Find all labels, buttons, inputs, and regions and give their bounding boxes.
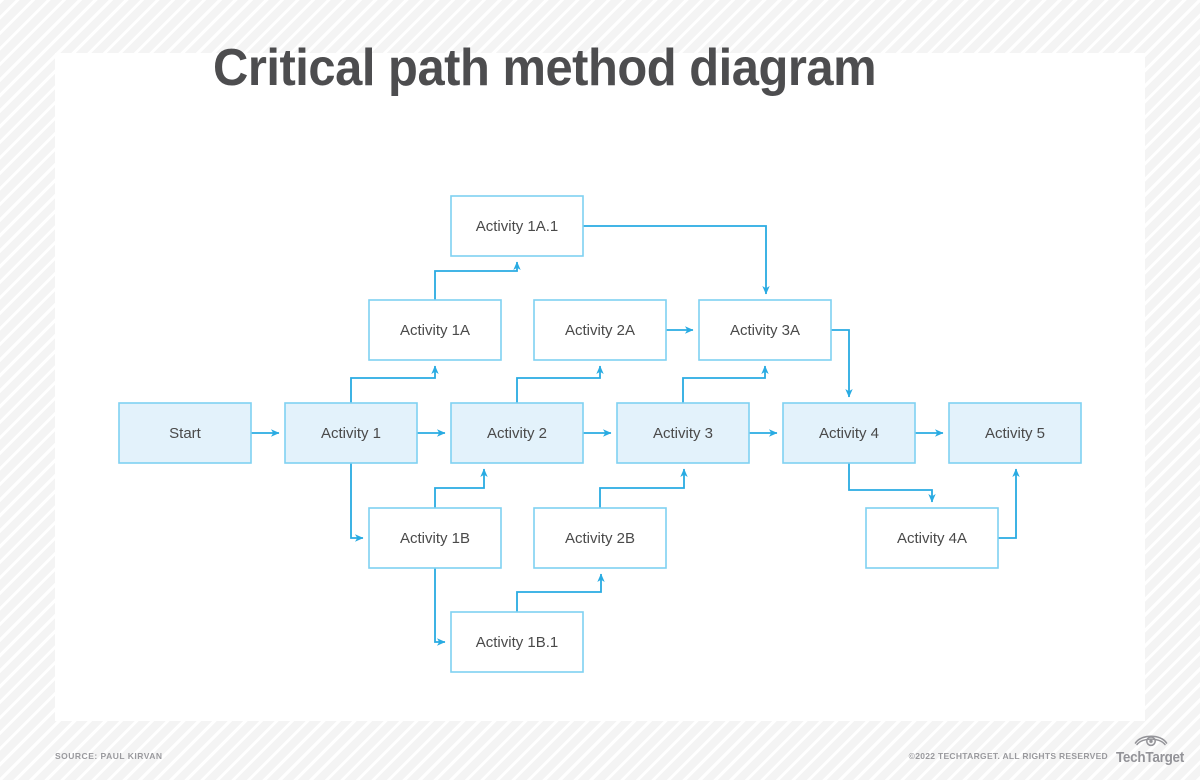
node-label: Activity 4 bbox=[819, 425, 879, 442]
node-label: Activity 2 bbox=[487, 425, 547, 442]
node-box bbox=[533, 507, 667, 569]
connector-a3a-to-a4 bbox=[831, 329, 853, 398]
connector-a4-to-a4a bbox=[848, 463, 936, 503]
node-box bbox=[450, 195, 584, 257]
node-layer: Start Activity 1 Activity 2 Activity 3 Activ… bbox=[118, 195, 1082, 673]
logo-wordmark: TechTarget bbox=[1115, 749, 1185, 766]
node-a1b1[interactable]: Activity 1B.1 bbox=[450, 611, 584, 673]
node-label: Activity 3A bbox=[730, 322, 800, 339]
node-label: Activity 4A bbox=[897, 530, 967, 547]
connector-a1a1-to-a3a bbox=[583, 225, 770, 295]
node-a2[interactable]: Activity 2 bbox=[450, 402, 584, 464]
node-label: Activity 1B bbox=[400, 530, 470, 547]
connector-a1b-to-a2 bbox=[434, 468, 488, 508]
node-label: Activity 2A bbox=[565, 322, 635, 339]
node-a1b[interactable]: Activity 1B bbox=[368, 507, 502, 569]
connector-layer bbox=[251, 225, 1020, 646]
node-box bbox=[948, 402, 1082, 464]
node-a1a[interactable]: Activity 1A bbox=[368, 299, 502, 361]
techtarget-logo: TechTarget bbox=[1112, 731, 1188, 769]
node-a2a[interactable]: Activity 2A bbox=[533, 299, 667, 361]
connector-a1-to-a1a bbox=[350, 365, 439, 403]
node-a4a[interactable]: Activity 4A bbox=[865, 507, 999, 569]
node-start[interactable]: Start bbox=[118, 402, 252, 464]
connector-a3-to-a3a bbox=[682, 365, 769, 403]
node-a4[interactable]: Activity 4 bbox=[782, 402, 916, 464]
node-box bbox=[284, 402, 418, 464]
node-label: Activity 3 bbox=[653, 425, 713, 442]
connector-a2-to-a2a bbox=[516, 365, 604, 403]
node-box bbox=[865, 507, 999, 569]
node-box bbox=[118, 402, 252, 464]
node-a1[interactable]: Activity 1 bbox=[284, 402, 418, 464]
node-box bbox=[450, 611, 584, 673]
content-card bbox=[55, 53, 1145, 721]
node-a3[interactable]: Activity 3 bbox=[616, 402, 750, 464]
connector-a4a-to-a5 bbox=[998, 468, 1020, 539]
node-a3a[interactable]: Activity 3A bbox=[698, 299, 832, 361]
connector-a2b-to-a3 bbox=[599, 468, 688, 508]
node-label: Activity 1B.1 bbox=[476, 634, 559, 651]
connector-a1b-to-a1b1 bbox=[434, 568, 446, 646]
node-label: Start bbox=[169, 425, 202, 442]
eye-icon bbox=[1134, 735, 1168, 747]
node-label: Activity 5 bbox=[985, 425, 1045, 442]
page-title: Critical path method diagram bbox=[213, 39, 877, 97]
node-label: Activity 1 bbox=[321, 425, 381, 442]
node-box bbox=[533, 299, 667, 361]
node-box bbox=[782, 402, 916, 464]
node-box bbox=[698, 299, 832, 361]
connector-a1-to-a1b bbox=[350, 463, 364, 542]
node-label: Activity 1A.1 bbox=[476, 218, 559, 235]
connector-a1b1-to-a2b bbox=[516, 573, 605, 612]
node-label: Activity 1A bbox=[400, 322, 470, 339]
node-a1a1[interactable]: Activity 1A.1 bbox=[450, 195, 584, 257]
node-a5[interactable]: Activity 5 bbox=[948, 402, 1082, 464]
node-box bbox=[368, 507, 502, 569]
node-box bbox=[616, 402, 750, 464]
node-box bbox=[450, 402, 584, 464]
copyright-notice: ©2022 TECHTARGET. ALL RIGHTS RESERVED bbox=[908, 751, 1108, 761]
connector-a1a-to-a1a1 bbox=[434, 261, 521, 300]
source-credit: SOURCE: PAUL KIRVAN bbox=[55, 751, 163, 761]
node-label: Activity 2B bbox=[565, 530, 635, 547]
node-box bbox=[368, 299, 502, 361]
node-a2b[interactable]: Activity 2B bbox=[533, 507, 667, 569]
